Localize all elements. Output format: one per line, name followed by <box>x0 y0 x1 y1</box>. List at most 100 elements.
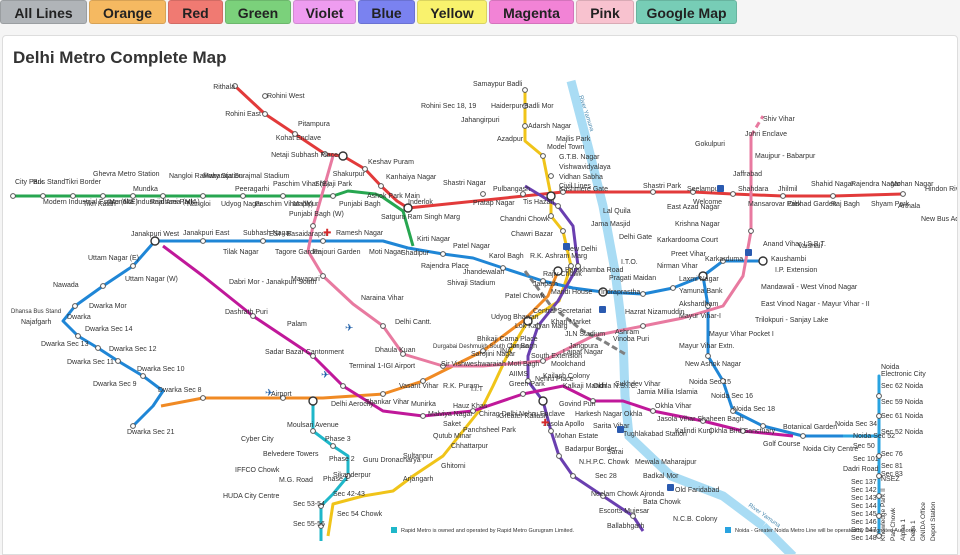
station-marker[interactable] <box>670 285 676 291</box>
tab-red[interactable]: Red <box>168 0 223 24</box>
station-marker[interactable] <box>650 408 656 414</box>
station-marker[interactable] <box>380 323 386 329</box>
station-marker[interactable] <box>876 473 882 479</box>
station-marker[interactable] <box>200 395 206 401</box>
station-marker[interactable] <box>556 453 562 459</box>
station-marker[interactable] <box>100 193 106 199</box>
station-marker[interactable] <box>520 391 526 397</box>
station-marker[interactable] <box>876 393 882 399</box>
station-marker[interactable] <box>570 473 576 479</box>
station-marker[interactable] <box>320 238 326 244</box>
station-marker[interactable] <box>362 166 368 172</box>
station-marker[interactable] <box>830 193 836 199</box>
interchange-station-marker[interactable] <box>758 256 768 266</box>
interchange-station-marker[interactable] <box>338 151 348 161</box>
station-marker[interactable] <box>250 313 256 319</box>
station-marker[interactable] <box>330 443 336 449</box>
station-marker[interactable] <box>525 378 531 384</box>
tab-green[interactable]: Green <box>225 0 291 24</box>
station-marker[interactable] <box>130 423 136 429</box>
station-marker[interactable] <box>310 428 316 434</box>
tab-yellow[interactable]: Yellow <box>417 0 487 24</box>
station-marker[interactable] <box>500 265 506 271</box>
station-marker[interactable] <box>705 303 711 309</box>
station-marker[interactable] <box>900 191 906 197</box>
station-marker[interactable] <box>730 191 736 197</box>
station-marker[interactable] <box>100 283 106 289</box>
station-marker[interactable] <box>72 303 78 309</box>
station-marker[interactable] <box>95 345 101 351</box>
station-marker[interactable] <box>200 238 206 244</box>
station-marker[interactable] <box>876 413 882 419</box>
station-marker[interactable] <box>200 193 206 199</box>
station-marker[interactable] <box>380 391 386 397</box>
station-marker[interactable] <box>540 278 546 284</box>
station-marker[interactable] <box>480 348 486 354</box>
station-marker[interactable] <box>548 213 554 219</box>
station-marker[interactable] <box>130 263 136 269</box>
station-marker[interactable] <box>420 378 426 384</box>
tab-violet[interactable]: Violet <box>293 0 356 24</box>
station-marker[interactable] <box>345 473 351 479</box>
station-marker[interactable] <box>720 378 726 384</box>
interchange-station-marker[interactable] <box>553 266 563 276</box>
station-marker[interactable] <box>876 493 882 499</box>
station-marker[interactable] <box>705 353 711 359</box>
station-marker[interactable] <box>522 103 528 109</box>
station-marker[interactable] <box>780 193 786 199</box>
station-marker[interactable] <box>75 333 81 339</box>
interchange-station-marker[interactable] <box>598 287 608 297</box>
station-marker[interactable] <box>548 428 554 434</box>
station-marker[interactable] <box>340 383 346 389</box>
interchange-station-marker[interactable] <box>546 191 556 201</box>
station-marker[interactable] <box>240 193 246 199</box>
interchange-station-marker[interactable] <box>523 316 533 326</box>
station-marker[interactable] <box>640 291 646 297</box>
station-marker[interactable] <box>560 189 566 195</box>
station-marker[interactable] <box>720 258 726 264</box>
station-marker[interactable] <box>740 428 746 434</box>
station-marker[interactable] <box>262 111 268 117</box>
station-marker[interactable] <box>480 191 486 197</box>
station-marker[interactable] <box>535 323 541 329</box>
station-marker[interactable] <box>748 228 754 234</box>
interchange-station-marker[interactable] <box>150 236 160 246</box>
station-marker[interactable] <box>330 193 336 199</box>
station-marker[interactable] <box>522 87 528 93</box>
station-marker[interactable] <box>650 189 656 195</box>
interchange-station-marker[interactable] <box>403 203 413 213</box>
station-marker[interactable] <box>320 273 326 279</box>
interchange-station-marker[interactable] <box>698 271 708 281</box>
station-marker[interactable] <box>575 263 581 269</box>
station-marker[interactable] <box>40 193 46 199</box>
station-marker[interactable] <box>876 453 882 459</box>
station-marker[interactable] <box>318 503 324 509</box>
station-marker[interactable] <box>378 183 384 189</box>
station-marker[interactable] <box>590 398 596 404</box>
interchange-station-marker[interactable] <box>308 396 318 406</box>
station-marker[interactable] <box>115 358 121 364</box>
tab-all-lines[interactable]: All Lines <box>0 0 87 24</box>
station-marker[interactable] <box>160 193 166 199</box>
station-marker[interactable] <box>400 351 406 357</box>
station-marker[interactable] <box>630 513 636 519</box>
station-marker[interactable] <box>730 408 736 414</box>
station-marker[interactable] <box>522 123 528 129</box>
station-marker[interactable] <box>130 193 136 199</box>
station-marker[interactable] <box>420 413 426 419</box>
station-marker[interactable] <box>440 363 446 369</box>
station-marker[interactable] <box>800 433 806 439</box>
station-marker[interactable] <box>280 395 286 401</box>
station-marker[interactable] <box>690 189 696 195</box>
station-marker[interactable] <box>555 203 561 209</box>
station-marker[interactable] <box>280 193 286 199</box>
station-marker[interactable] <box>600 493 606 499</box>
tab-google-map[interactable]: Google Map <box>636 0 737 24</box>
station-marker[interactable] <box>876 513 882 519</box>
tab-blue[interactable]: Blue <box>358 0 415 24</box>
station-marker[interactable] <box>540 153 546 159</box>
station-marker[interactable] <box>640 323 646 329</box>
station-marker[interactable] <box>232 83 238 89</box>
station-marker[interactable] <box>318 523 324 529</box>
station-marker[interactable] <box>70 193 76 199</box>
